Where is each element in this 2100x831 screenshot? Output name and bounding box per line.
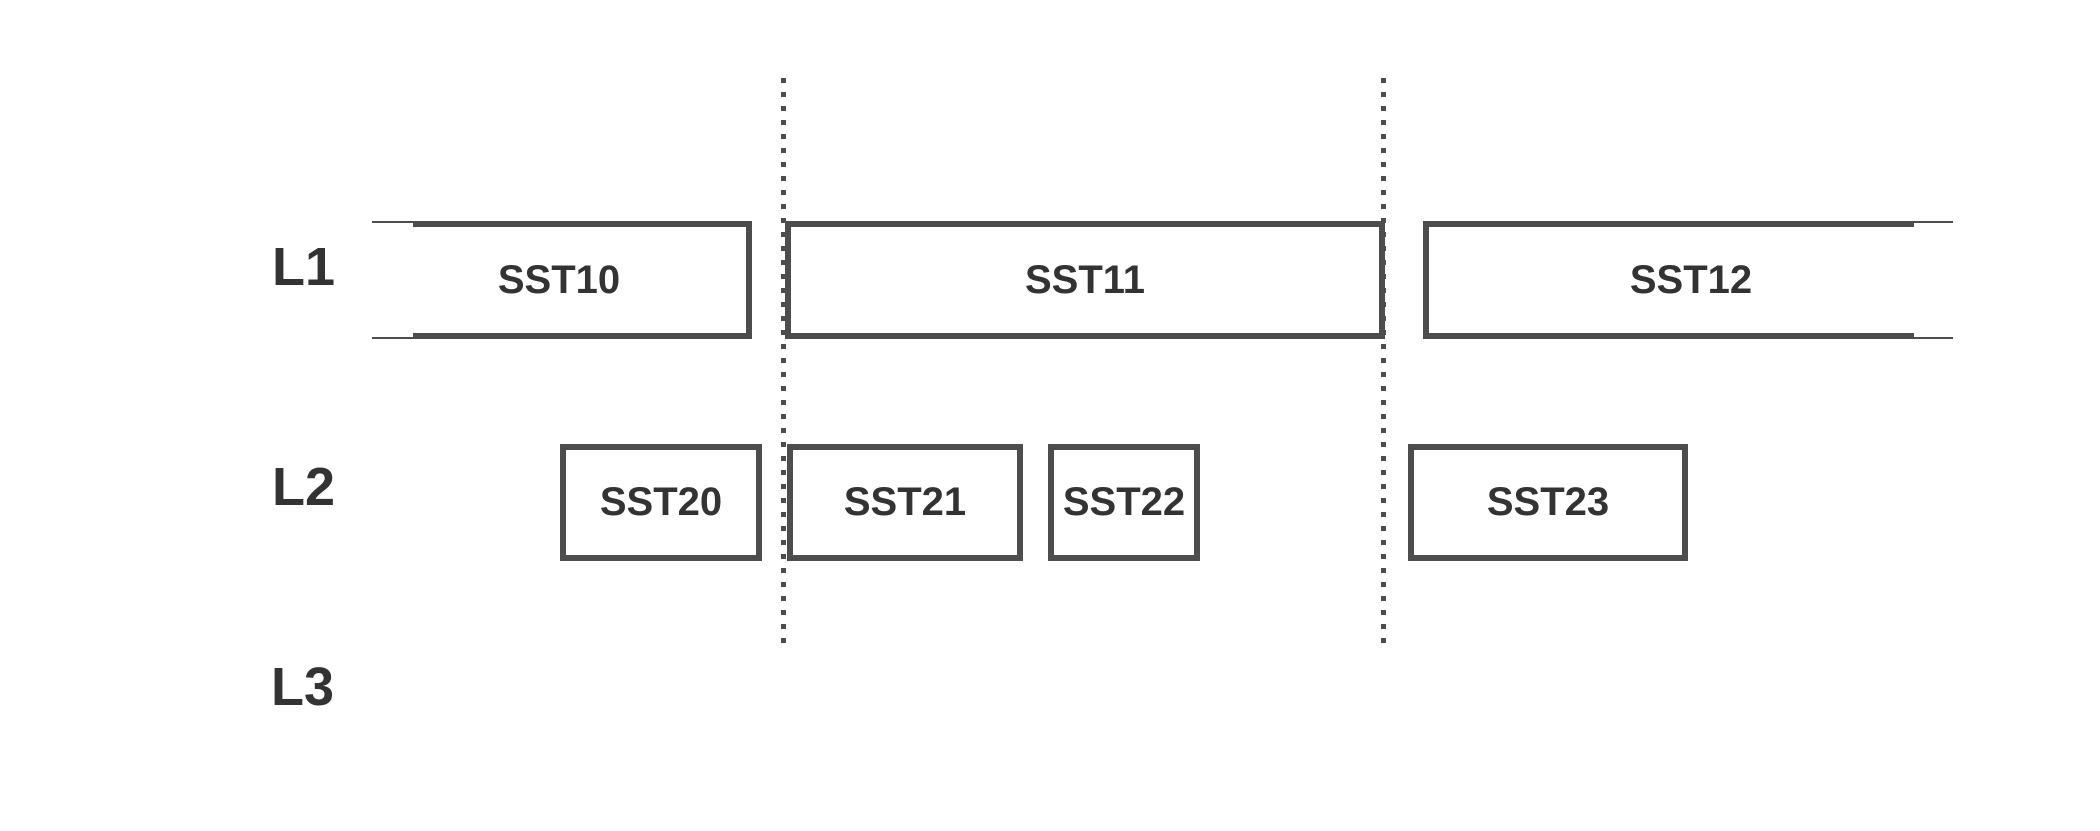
l1-segment-sst10: SST10 xyxy=(413,221,752,339)
l1-segment-sst12-label: SST12 xyxy=(1629,257,1753,302)
l2-segment-sst22-label: SST22 xyxy=(1062,480,1186,524)
l1-track-stub-right-top xyxy=(1911,221,1953,223)
l1-segment-sst11: SST11 xyxy=(785,221,1385,339)
l2-segment-sst23-label: SST23 xyxy=(1486,480,1610,524)
l1-track-stub-left-top xyxy=(372,221,415,223)
frame-separator-dotted-line-2 xyxy=(1381,78,1386,644)
row-label-l2: L2 xyxy=(272,457,336,517)
l2-segment-sst22: SST22 xyxy=(1048,444,1200,561)
l2-segment-sst20-label: SST20 xyxy=(599,480,723,524)
l1-track-stub-left-bottom xyxy=(372,337,415,339)
l1-segment-sst12: SST12 xyxy=(1423,221,1914,339)
l1-segment-sst10-label: SST10 xyxy=(497,257,621,302)
l2-segment-sst20: SST20 xyxy=(560,444,762,561)
frame-separator-dotted-line-1 xyxy=(781,78,786,644)
l1-track-stub-right-bottom xyxy=(1911,337,1953,339)
l1-segment-sst11-label: SST11 xyxy=(1024,257,1146,302)
row-label-l1: L1 xyxy=(272,237,336,297)
l2-segment-sst23: SST23 xyxy=(1408,444,1688,561)
row-label-l3: L3 xyxy=(271,657,335,717)
l2-segment-sst21: SST21 xyxy=(787,444,1023,561)
l2-segment-sst21-label: SST21 xyxy=(843,480,967,524)
